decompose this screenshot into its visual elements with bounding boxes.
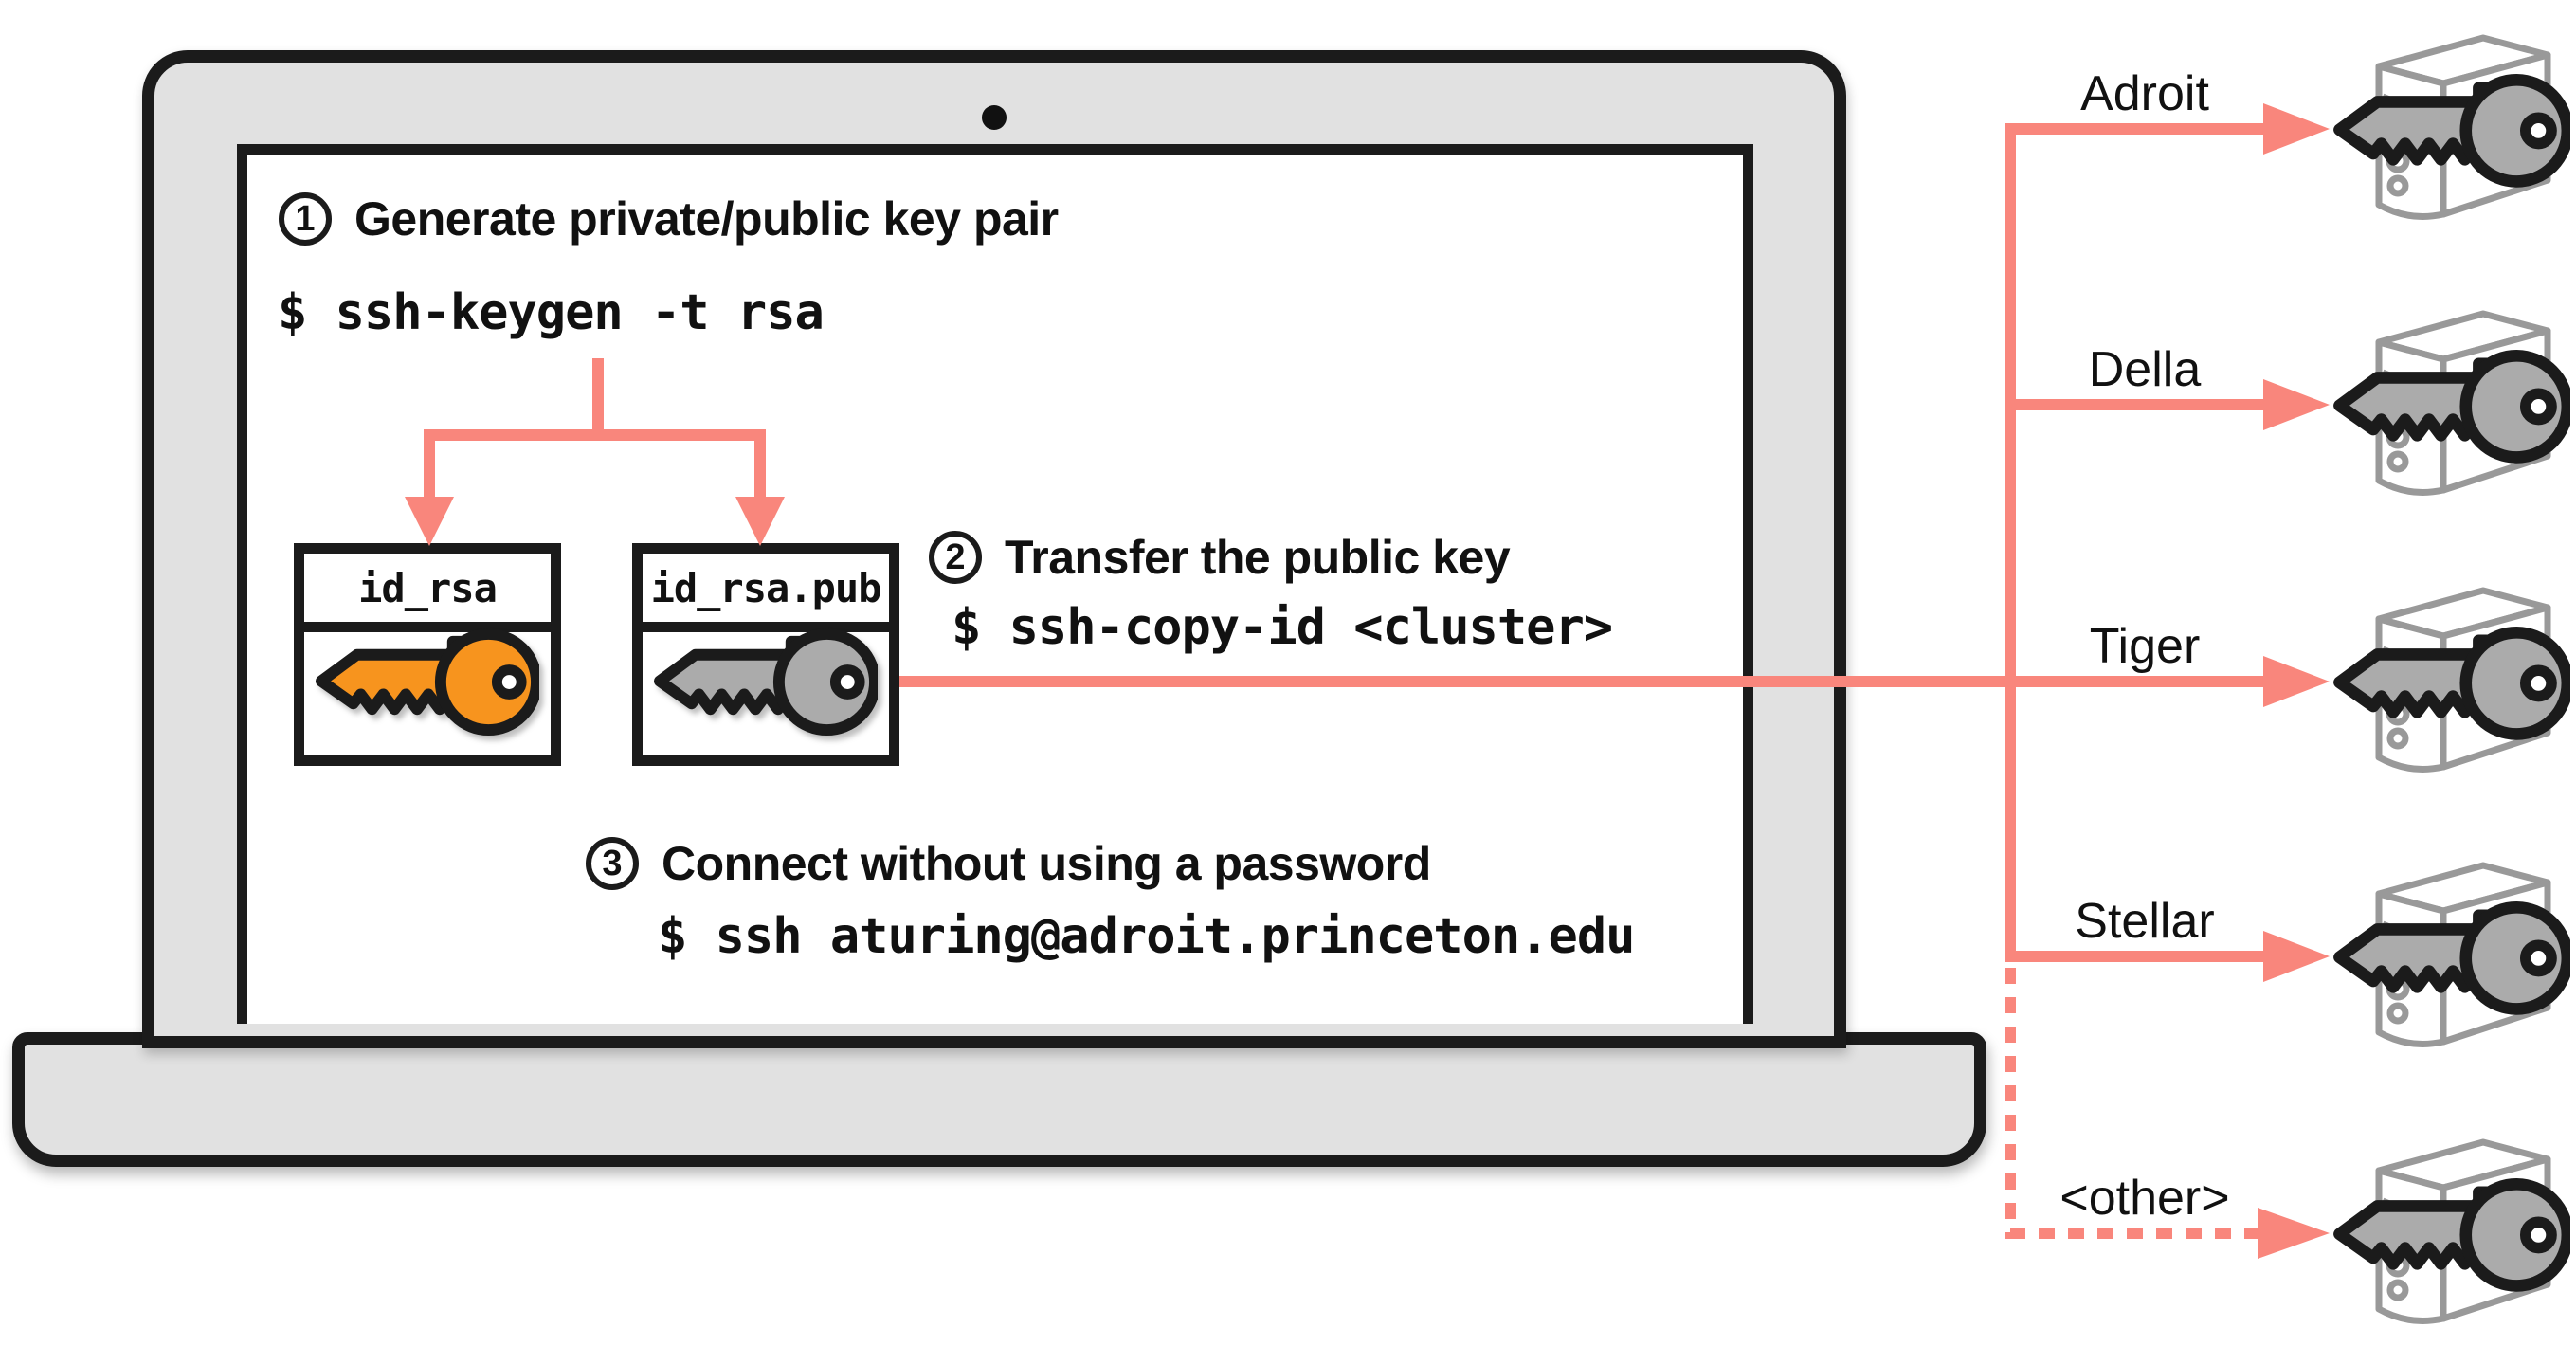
stellar-arrowhead [2263,931,2330,982]
public-key-filename: id_rsa.pub [643,554,889,632]
trunk-and-adroit-line [2005,123,2265,956]
camera-icon [982,105,1007,130]
keygen-fork-line [424,358,766,499]
step-1-command: $ ssh-keygen -t rsa [278,284,825,341]
keygen-arrowhead-left [405,497,454,546]
step-2-command: $ ssh-copy-id <cluster> [952,599,1613,656]
step-1-title: Generate private/public key pair [354,192,1059,246]
tiger-arrowhead [2263,656,2330,707]
cluster-label-other: <other> [2059,1171,2230,1226]
della-arrowhead [2263,379,2330,430]
cluster-label-adroit: Adroit [2080,66,2209,121]
step-2-number-text: 2 [945,537,966,577]
cluster-label-tiger: Tiger [2089,619,2201,674]
keygen-arrowhead-right [735,497,785,546]
step-2-number: 2 [929,531,982,584]
step-1-number: 1 [279,192,332,246]
other-arrowhead [2258,1208,2330,1259]
step-3-number-text: 3 [602,843,623,883]
step-3-number: 3 [586,837,639,890]
step-3-command: $ ssh aturing@adroit.princeton.edu [658,908,1635,965]
step-1-number-text: 1 [295,198,316,239]
cluster-label-della: Della [2088,342,2202,397]
adroit-arrowhead [2263,103,2330,155]
cluster-label-stellar: Stellar [2075,894,2215,949]
step-3-title: Connect without using a password [662,837,1431,890]
step-2-title: Transfer the public key [1005,531,1511,584]
other-branch-dashed-line [2005,968,2259,1239]
private-key-filename: id_rsa [304,554,551,632]
